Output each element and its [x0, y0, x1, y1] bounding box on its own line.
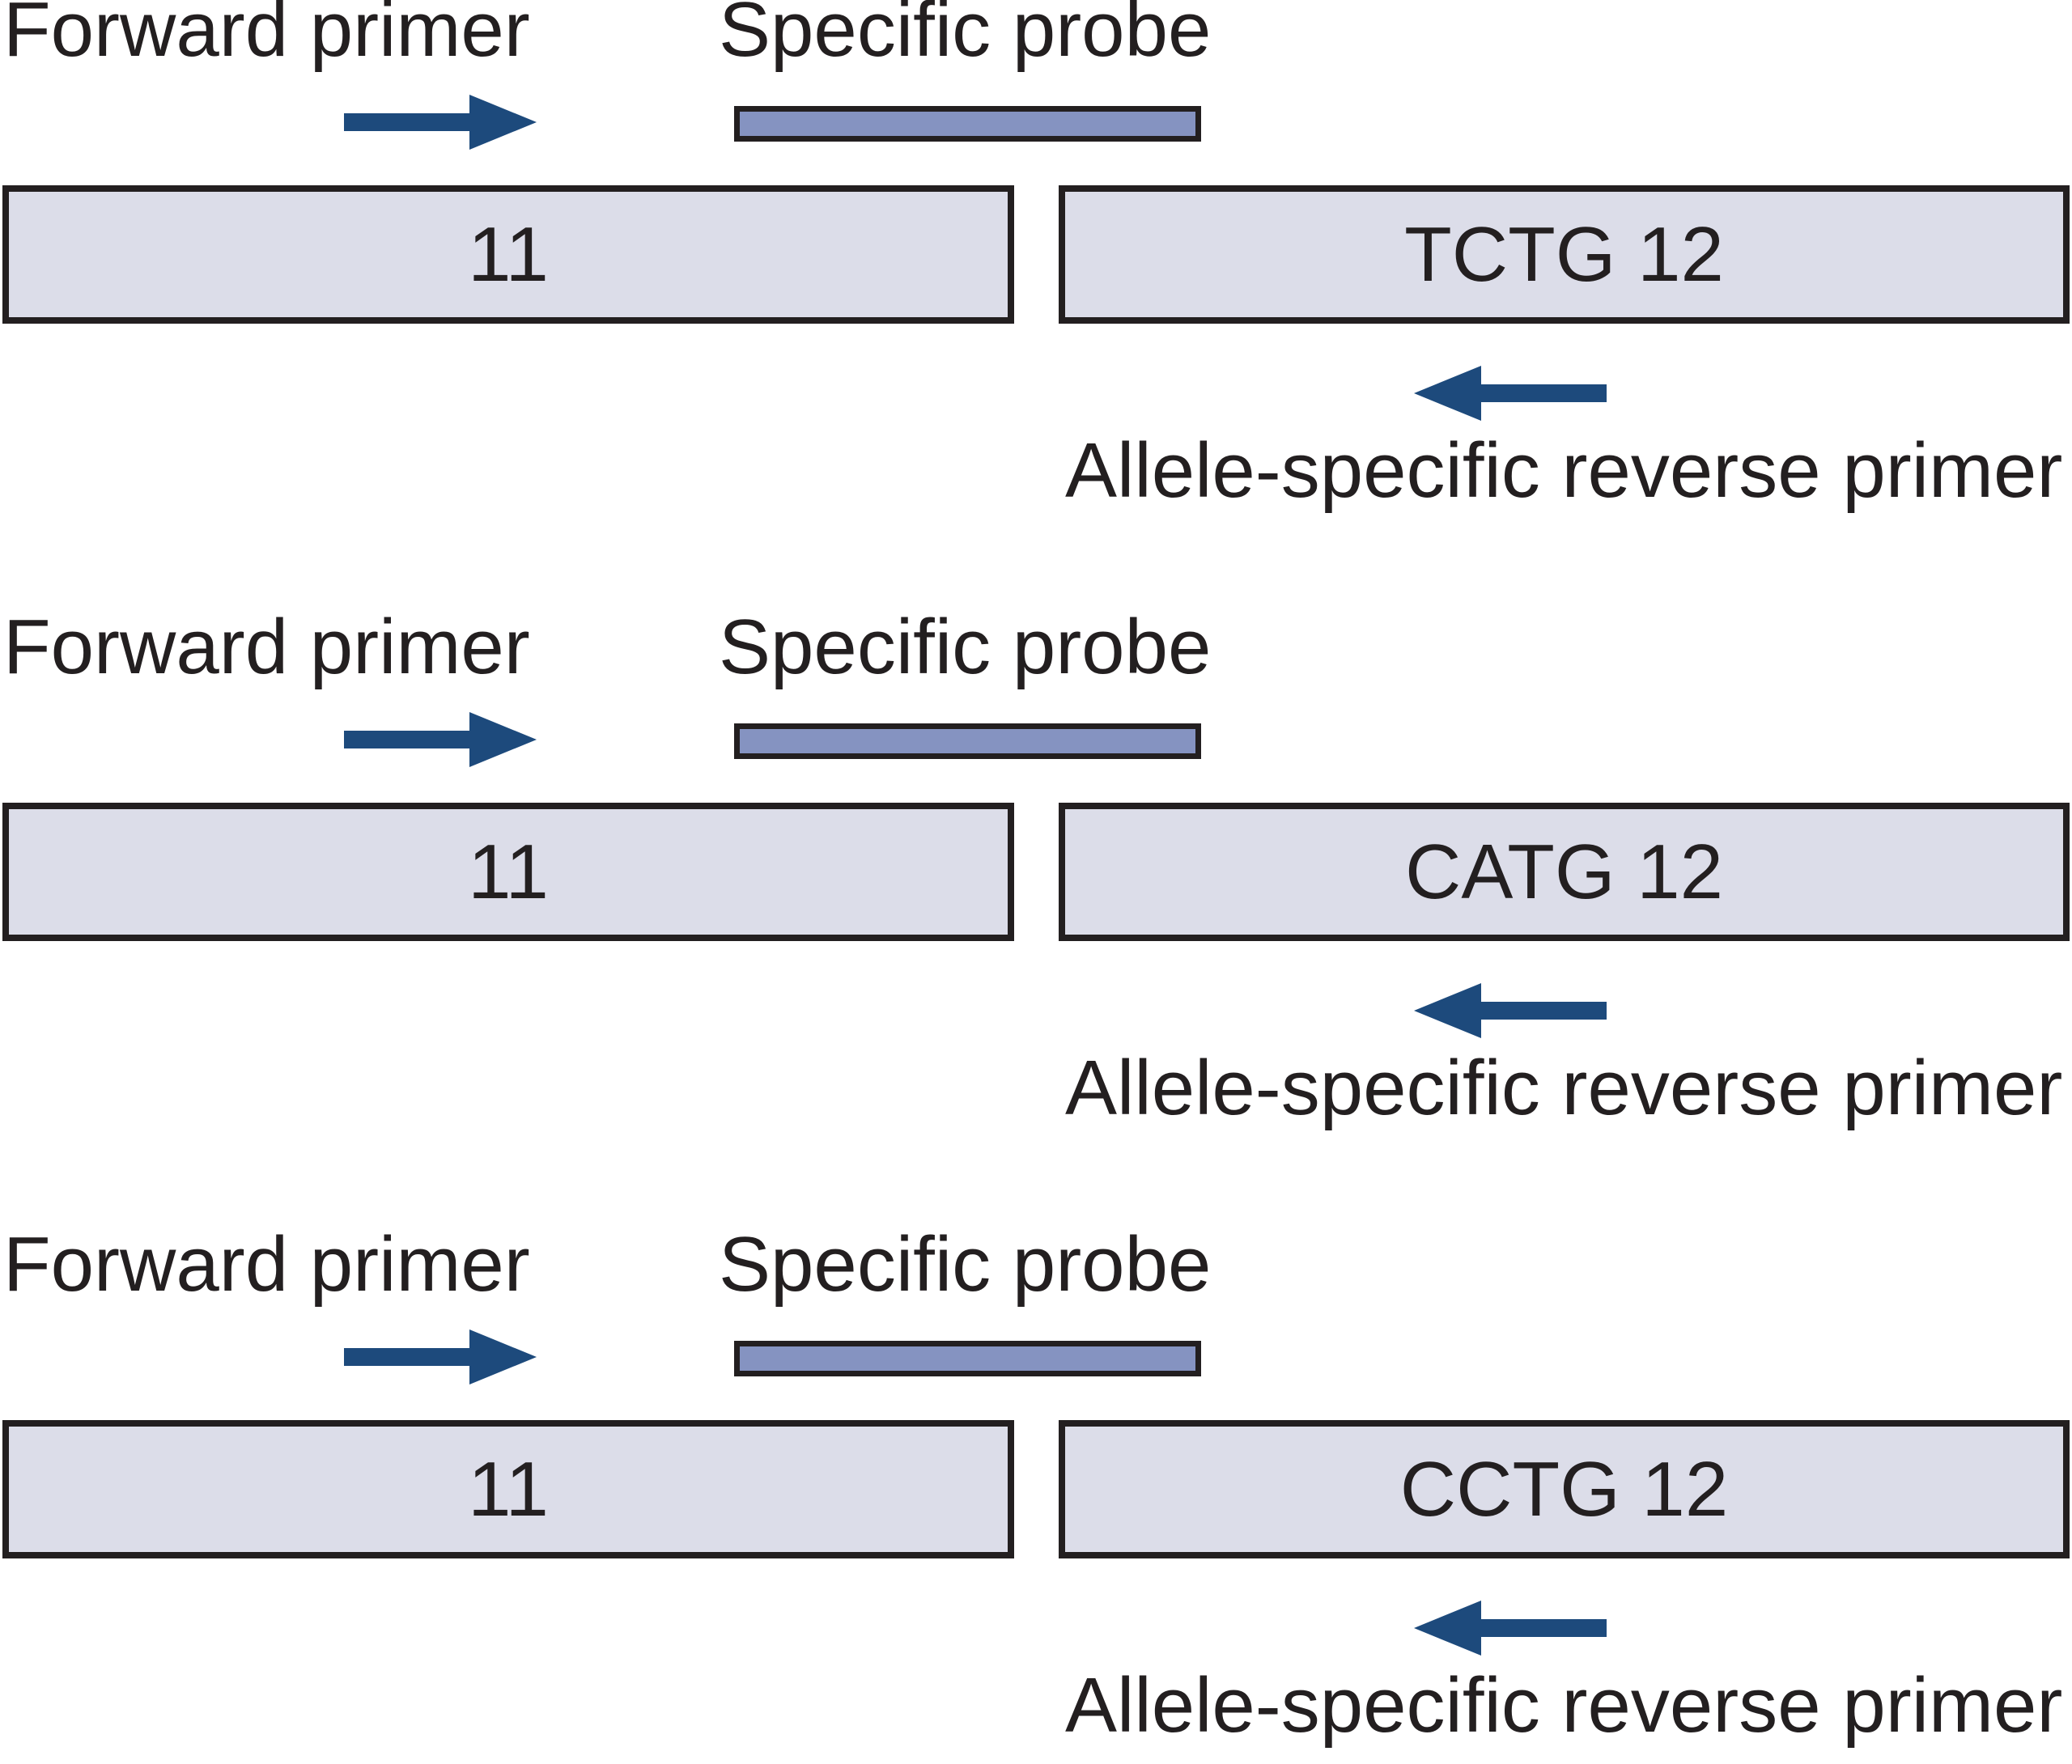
assay-panel-3: Forward primer Specific probe 11 CCTG 12… — [0, 1221, 2072, 1764]
specific-probe-label: Specific probe — [719, 0, 1212, 73]
forward-primer-arrow-icon — [344, 95, 537, 150]
dna-segment-right-label: CATG 12 — [1405, 828, 1723, 915]
dna-segment-right: TCTG 12 — [1059, 185, 2070, 324]
reverse-primer-arrow-icon — [1414, 983, 1607, 1038]
specific-probe-bar — [734, 106, 1201, 142]
forward-primer-label: Forward primer — [3, 0, 530, 73]
specific-probe-bar — [734, 1341, 1201, 1376]
reverse-primer-arrow-icon — [1414, 366, 1607, 421]
dna-segment-right-label: TCTG 12 — [1404, 210, 1724, 298]
dna-segment-left: 11 — [2, 185, 1014, 324]
dna-segment-left: 11 — [2, 1420, 1014, 1558]
specific-probe-label: Specific probe — [719, 604, 1212, 690]
dna-segment-right: CATG 12 — [1059, 803, 2070, 941]
assay-panel-2: Forward primer Specific probe 11 CATG 12… — [0, 604, 2072, 1235]
reverse-primer-arrow-icon — [1414, 1601, 1607, 1656]
dna-segment-left: 11 — [2, 803, 1014, 941]
dna-segment-left-label: 11 — [468, 828, 549, 915]
forward-primer-arrow-icon — [344, 1329, 537, 1384]
reverse-primer-label: Allele-specific reverse primer — [1065, 427, 2063, 514]
specific-probe-bar — [734, 723, 1201, 759]
forward-primer-arrow-icon — [344, 712, 537, 767]
reverse-primer-label: Allele-specific reverse primer — [1065, 1662, 2063, 1749]
dna-segment-right-label: CCTG 12 — [1399, 1445, 1729, 1533]
dna-segment-left-label: 11 — [468, 210, 549, 298]
forward-primer-label: Forward primer — [3, 604, 530, 690]
dna-segment-right: CCTG 12 — [1059, 1420, 2070, 1558]
assay-panel-1: Forward primer Specific probe 11 TCTG 12… — [0, 0, 2072, 617]
forward-primer-label: Forward primer — [3, 1221, 530, 1308]
reverse-primer-label: Allele-specific reverse primer — [1065, 1045, 2063, 1131]
dna-segment-left-label: 11 — [468, 1445, 549, 1533]
specific-probe-label: Specific probe — [719, 1221, 1212, 1308]
